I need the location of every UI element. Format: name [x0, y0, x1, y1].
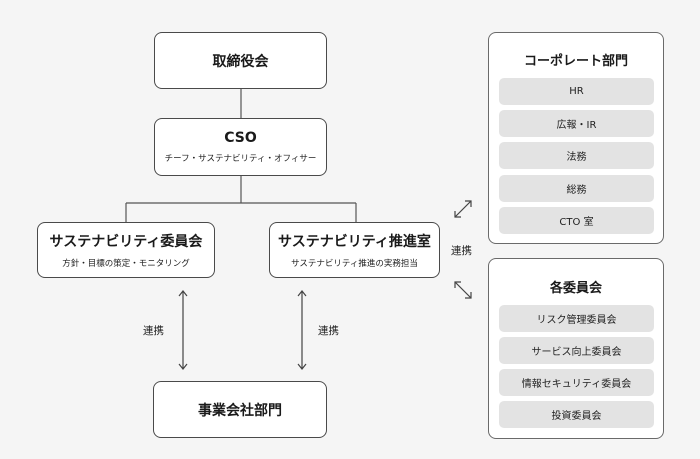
committee-node: サステナビリティ委員会 方針・目標の策定・モニタリング	[37, 222, 215, 278]
diagonal-arrow-upper	[454, 200, 472, 218]
committee-title: サステナビリティ委員会	[49, 234, 203, 250]
corporate-panel: コーポレート部門 HR 広報・IR 法務 総務 CTO 室	[488, 32, 664, 244]
board-node: 取締役会	[154, 32, 327, 89]
committees-title: 各委員会	[549, 281, 602, 296]
double-arrow-mid	[297, 290, 307, 370]
committee-subtitle: 方針・目標の策定・モニタリング	[62, 259, 190, 269]
corporate-title: コーポレート部門	[523, 54, 628, 69]
corporate-item: CTO 室	[499, 207, 654, 234]
office-title: サステナビリティ推進室	[278, 234, 431, 250]
committees-panel: 各委員会 リスク管理委員会 サービス向上委員会 情報セキュリティ委員会 投資委員…	[488, 258, 664, 439]
business-node: 事業会社部門	[153, 381, 327, 438]
corporate-item: 法務	[499, 142, 654, 169]
corporate-item: 総務	[499, 175, 654, 202]
link-label-left: 連携	[143, 325, 164, 337]
cso-subtitle: チーフ・サステナビリティ・オフィサー	[164, 154, 317, 164]
link-label-right: 連携	[451, 245, 472, 257]
corporate-item: 広報・IR	[499, 110, 654, 137]
double-arrow-left	[178, 290, 188, 370]
office-subtitle: サステナビリティ推進の実務担当	[291, 259, 418, 269]
link-label-mid: 連携	[318, 325, 339, 337]
committees-item: 投資委員会	[499, 401, 654, 428]
business-title: 事業会社部門	[198, 402, 282, 419]
corporate-item: HR	[499, 78, 654, 105]
committees-item: リスク管理委員会	[499, 305, 654, 332]
committees-item: サービス向上委員会	[499, 337, 654, 364]
committees-item: 情報セキュリティ委員会	[499, 369, 654, 396]
diagonal-arrow-lower	[454, 281, 472, 299]
cso-node: CSO チーフ・サステナビリティ・オフィサー	[154, 118, 327, 176]
cso-title: CSO	[224, 130, 257, 146]
board-title: 取締役会	[212, 53, 269, 70]
office-node: サステナビリティ推進室 サステナビリティ推進の実務担当	[269, 222, 440, 278]
